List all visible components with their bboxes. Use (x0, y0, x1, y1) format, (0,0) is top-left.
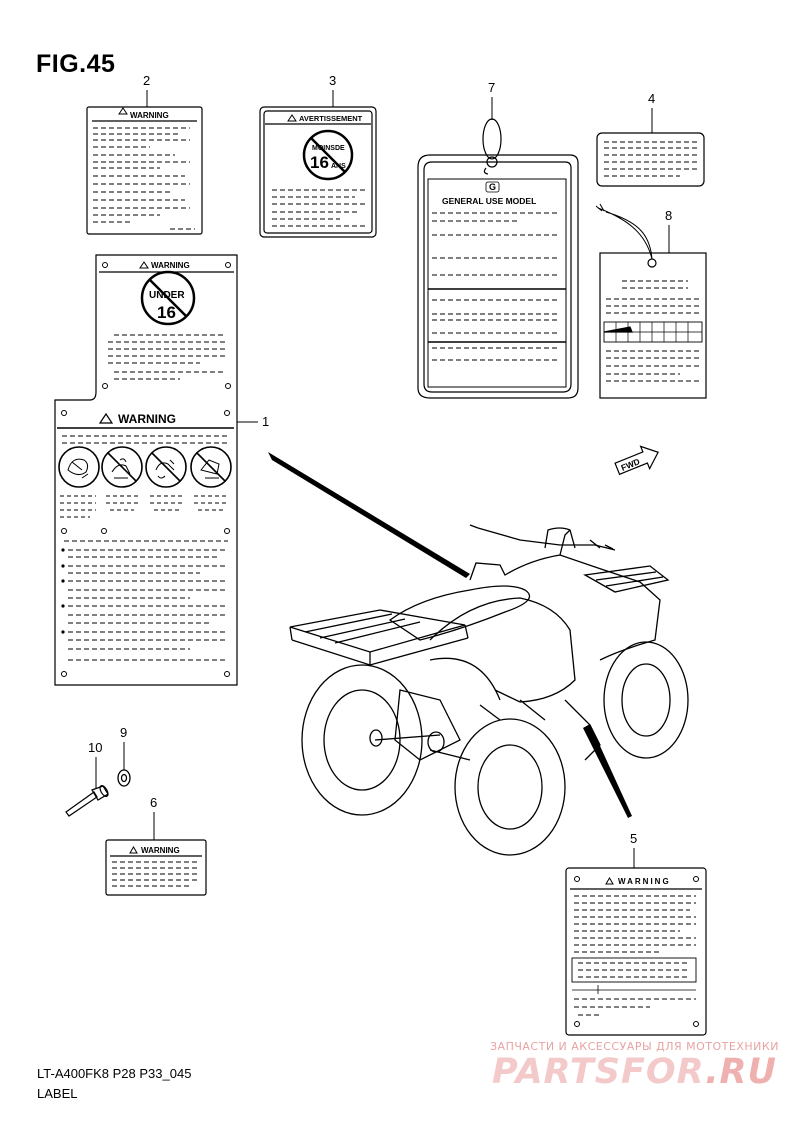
label-3-avertissement-sticker[interactable]: AVERTISSEMENT MOINSDE 16 ANS (259, 106, 377, 238)
part-9-washer[interactable] (117, 769, 131, 787)
label-7-heading: GENERAL USE MODEL (442, 196, 536, 206)
label-3-age: 16 (310, 153, 329, 172)
callout-9: 9 (120, 725, 128, 740)
callout-leaders (95, 90, 670, 868)
label-3-ans: ANS (331, 163, 346, 170)
pointer-label-5 (583, 724, 632, 818)
label-5-warning-sticker[interactable]: WARNING (565, 867, 707, 1036)
pointer-label-1 (268, 452, 470, 578)
label-2-warning-sticker[interactable]: WARNING (86, 106, 203, 235)
callout-3: 3 (329, 73, 337, 88)
watermark-brand: PARTSFOR.RU (492, 1052, 777, 1092)
label-5-heading: WARNING (618, 877, 671, 886)
label-1-pictograms (58, 446, 232, 488)
label-4-sticker[interactable] (596, 132, 705, 187)
label-3-heading: AVERTISSEMENT (299, 114, 363, 123)
part-10-screw[interactable] (65, 784, 110, 817)
callout-7: 7 (488, 80, 496, 95)
fwd-arrow: FWD (614, 445, 659, 476)
label-7-g-mark: G (489, 182, 496, 192)
label-8-tag[interactable] (595, 203, 707, 399)
label-1-age: 16 (157, 303, 176, 322)
label-2-heading: WARNING (130, 111, 169, 120)
label-1-upper-heading: WARNING (151, 261, 190, 270)
callout-6: 6 (150, 795, 158, 810)
label-6-warning-sticker[interactable]: WARNING (105, 839, 207, 896)
callout-10: 10 (88, 740, 103, 755)
callout-2: 2 (143, 73, 151, 88)
label-1-under: UNDER (149, 290, 185, 301)
label-7-hang-tag[interactable]: G GENERAL USE MODEL (417, 118, 579, 399)
callout-5: 5 (630, 831, 638, 846)
callout-4: 4 (648, 91, 656, 106)
atv-illustration (289, 524, 689, 856)
figure-title: FIG.45 (36, 50, 116, 78)
callout-8: 8 (665, 208, 673, 223)
watermark-tagline: ЗАПЧАСТИ И АКСЕССУАРЫ ДЛЯ МОТОТЕХНИКИ (490, 1040, 779, 1053)
label-6-heading: WARNING (141, 846, 180, 855)
figure-code: LT-A400FK8 P28 P33_045 (37, 1066, 192, 1081)
watermark-brand-suffix: .RU (705, 1052, 777, 1092)
figure-caption: LABEL (37, 1086, 78, 1101)
watermark-brand-main: PARTSFOR (492, 1052, 706, 1092)
label-1-warning-sticker[interactable]: WARNING UNDER 16 WARNING (54, 254, 238, 686)
label-1-lower-heading: WARNING (118, 412, 176, 426)
callout-1: 1 (262, 414, 270, 429)
label-3-moins-de: MOINSDE (312, 145, 345, 152)
